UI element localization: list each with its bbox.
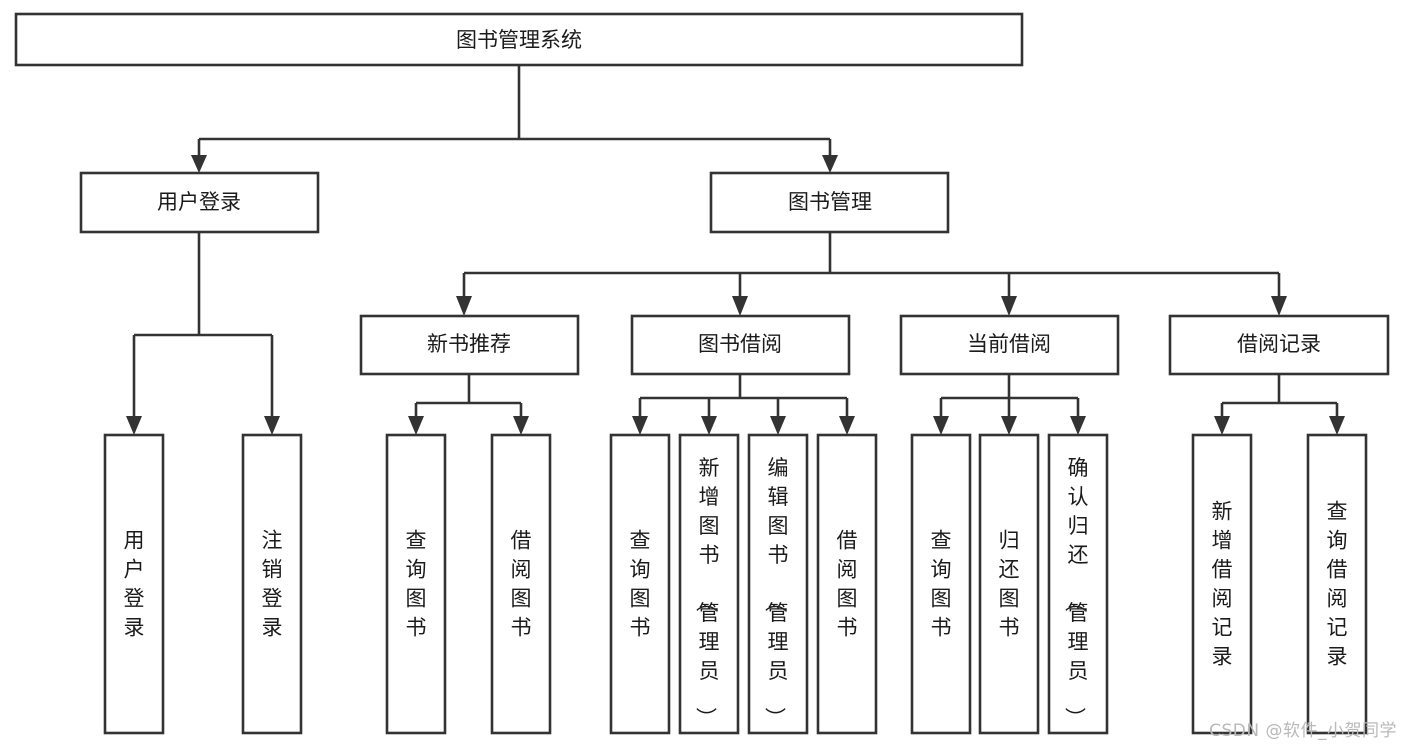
node-leaf-query-book-1[interactable]: 查询图书: [385, 433, 447, 735]
node-leaf-query-record-label: 查询借阅记录: [1327, 500, 1348, 669]
node-leaf-user-login-label: 用户登录: [124, 529, 145, 640]
node-leaf-borrow-book-1-label: 借阅图书: [511, 529, 532, 640]
arrow-head-user-login: [191, 155, 207, 173]
node-leaf-confirm-return-label: 确认归还（管理员）: [1063, 456, 1089, 728]
arrow-head-leaf-edit-book: [770, 416, 786, 435]
arrow-head-leaf-add-book: [701, 416, 717, 435]
node-leaf-query-book-2-label: 查询图书: [630, 529, 651, 640]
connector-group-book-manage: [456, 232, 1287, 316]
node-book-borrow-label: 图书借阅: [698, 332, 782, 356]
arrow-head-book-borrow: [732, 296, 748, 316]
connector-group-current-borrow: [933, 374, 1086, 435]
node-leaf-add-record[interactable]: 新增借阅记录: [1191, 433, 1253, 735]
node-new-book-recommend-label: 新书推荐: [427, 332, 511, 356]
node-leaf-user-logout-label: 注销登录: [262, 529, 283, 640]
connector-group-new-book-recommend: [408, 374, 529, 435]
node-leaf-user-logout[interactable]: 注销登录: [241, 433, 303, 735]
connector-group-user-login: [126, 232, 280, 435]
node-leaf-add-record-label: 新增借阅记录: [1212, 500, 1233, 669]
node-borrow-record-label: 借阅记录: [1237, 332, 1321, 356]
arrow-head-leaf-query-book-1: [408, 416, 424, 435]
node-leaf-query-book-2[interactable]: 查询图书: [609, 433, 671, 735]
node-leaf-borrow-book-2[interactable]: 借阅图书: [816, 433, 878, 735]
node-leaf-borrow-book-2-label: 借阅图书: [837, 529, 858, 640]
node-leaf-confirm-return[interactable]: 确认归还（管理员）: [1047, 433, 1109, 735]
node-leaf-add-book-box[interactable]: [678, 433, 740, 735]
arrow-head-leaf-query-record: [1329, 416, 1345, 435]
connector-group-book-borrow: [632, 374, 855, 435]
arrow-head-leaf-confirm-return: [1070, 416, 1086, 435]
node-leaf-query-book-1-label: 查询图书: [406, 529, 427, 640]
connector-group-borrow-record: [1214, 374, 1345, 435]
arrow-head-borrow-record: [1271, 296, 1287, 316]
node-book-borrow[interactable]: 图书借阅: [630, 314, 851, 376]
node-leaf-add-record-box[interactable]: [1191, 433, 1253, 735]
arrow-head-new-book-recommend: [456, 296, 472, 316]
arrow-head-leaf-user-logout: [264, 416, 280, 435]
node-borrow-record-box[interactable]: [1168, 314, 1390, 376]
node-user-login-label: 用户登录: [157, 190, 241, 214]
arrow-head-leaf-user-login: [126, 416, 142, 435]
node-leaf-query-book-3-label: 查询图书: [931, 529, 952, 640]
arrow-head-leaf-return-book: [1001, 416, 1017, 435]
node-new-book-recommend[interactable]: 新书推荐: [359, 314, 580, 376]
node-leaf-edit-book[interactable]: 编辑图书（管理员）: [747, 433, 809, 735]
node-leaf-return-book[interactable]: 归还图书: [978, 433, 1040, 735]
arrow-head-leaf-query-book-2: [632, 416, 648, 435]
node-current-borrow-label: 当前借阅: [967, 332, 1051, 356]
node-book-borrow-box[interactable]: [630, 314, 851, 376]
arrow-head-leaf-add-record: [1214, 416, 1230, 435]
node-leaf-return-book-label: 归还图书: [999, 529, 1020, 640]
node-root-label: 图书管理系统: [456, 28, 582, 52]
node-leaf-user-logout-box[interactable]: [241, 433, 303, 735]
node-leaf-add-book-label: 新增图书（管理员）: [694, 456, 720, 728]
node-leaf-user-login[interactable]: 用户登录: [103, 433, 165, 735]
node-root[interactable]: 图书管理系统: [14, 12, 1024, 67]
node-borrow-record[interactable]: 借阅记录: [1168, 314, 1390, 376]
node-leaf-return-book-box[interactable]: [978, 433, 1040, 735]
node-current-borrow-box[interactable]: [899, 314, 1120, 376]
connector-group-root: [191, 65, 838, 173]
arrow-head-leaf-borrow-book-2: [839, 416, 855, 435]
node-book-manage-label: 图书管理: [788, 190, 872, 214]
node-user-login-box[interactable]: [79, 171, 320, 234]
node-leaf-edit-book-label: 编辑图书（管理员）: [763, 456, 789, 728]
node-leaf-query-book-2-box[interactable]: [609, 433, 671, 735]
node-leaf-borrow-book-2-box[interactable]: [816, 433, 878, 735]
arrow-head-leaf-query-book-3: [933, 416, 949, 435]
node-leaf-query-book-1-box[interactable]: [385, 433, 447, 735]
csdn-watermark: CSDN @软件_小贺同学: [1209, 721, 1397, 741]
node-leaf-query-record-box[interactable]: [1306, 433, 1368, 735]
node-leaf-add-book[interactable]: 新增图书（管理员）: [678, 433, 740, 735]
node-leaf-query-book-3-box[interactable]: [910, 433, 972, 735]
node-leaf-query-book-3[interactable]: 查询图书: [910, 433, 972, 735]
node-user-login[interactable]: 用户登录: [79, 171, 320, 234]
node-leaf-borrow-book-1-box[interactable]: [490, 433, 552, 735]
node-root-box[interactable]: [14, 12, 1024, 67]
arrow-head-leaf-borrow-book-1: [513, 416, 529, 435]
node-new-book-recommend-box[interactable]: [359, 314, 580, 376]
node-leaf-user-login-box[interactable]: [103, 433, 165, 735]
node-book-manage[interactable]: 图书管理: [709, 171, 950, 234]
node-book-manage-box[interactable]: [709, 171, 950, 234]
node-leaf-edit-book-box[interactable]: [747, 433, 809, 735]
node-leaf-query-record[interactable]: 查询借阅记录: [1306, 433, 1368, 735]
node-current-borrow[interactable]: 当前借阅: [899, 314, 1120, 376]
arrow-head-book-manage: [822, 155, 838, 173]
node-leaf-confirm-return-box[interactable]: [1047, 433, 1109, 735]
node-leaf-borrow-book-1[interactable]: 借阅图书: [490, 433, 552, 735]
arrow-head-current-borrow: [1001, 296, 1017, 316]
